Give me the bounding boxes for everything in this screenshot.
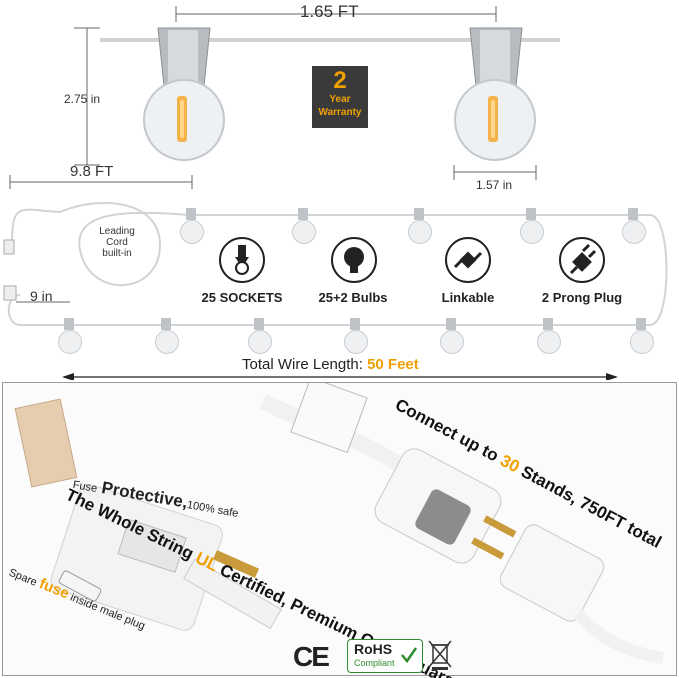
rohs-compliant: Compliant bbox=[354, 658, 395, 668]
bulb bbox=[622, 208, 646, 244]
spacing-dimension-label: 9 in bbox=[30, 288, 53, 304]
warranty-line1: Year bbox=[329, 94, 351, 105]
linkable-plug-icon bbox=[445, 237, 491, 283]
feature-label-two-prong: 2 Prong Plug bbox=[541, 290, 623, 305]
top-bulb-row bbox=[0, 208, 679, 258]
bulb bbox=[520, 208, 544, 244]
light-string-drawing bbox=[3, 202, 668, 380]
bulb bbox=[58, 318, 82, 354]
bulb bbox=[408, 208, 432, 244]
leading-cord-line3: built-in bbox=[102, 248, 132, 259]
bulb bbox=[440, 318, 464, 354]
width-dimension-label: 1.65 FT bbox=[300, 2, 359, 21]
feature-label-linkable: Linkable bbox=[441, 290, 495, 305]
bulb-icon bbox=[331, 237, 377, 283]
bulb bbox=[155, 318, 179, 354]
bulb bbox=[292, 208, 316, 244]
height-dimension-label: 2.75 in bbox=[64, 92, 101, 106]
warranty-badge: 2 Year Warranty bbox=[312, 66, 368, 128]
leading-cord-line1: Leading bbox=[99, 226, 135, 237]
feature-label-bulbs: 25+2 Bulbs bbox=[318, 290, 388, 305]
ce-mark: CE bbox=[293, 641, 330, 672]
bulb bbox=[344, 318, 368, 354]
leading-cord-line2: Cord bbox=[106, 237, 128, 248]
left-bulb-illustration bbox=[143, 27, 225, 161]
bulb bbox=[180, 208, 204, 244]
bulb bbox=[630, 318, 654, 354]
fuse-protective-small: Fuse bbox=[71, 478, 99, 495]
lead-cord-dimension-label: 9.8 FT bbox=[70, 163, 114, 180]
bulb-diameter-label: 1.57 in bbox=[476, 178, 513, 192]
right-bulb-illustration bbox=[454, 27, 536, 161]
total-wire-length: Total Wire Length: 50 Feet bbox=[238, 356, 423, 373]
bulb bbox=[248, 318, 272, 354]
bottom-detail-panel: The Whole String UL Certified, Premium Q… bbox=[2, 382, 677, 678]
dimension-drawing bbox=[9, 6, 560, 189]
total-wire-value: 50 Feet bbox=[367, 356, 419, 373]
weee-bin-icon bbox=[428, 640, 452, 670]
bottom-bulb-row bbox=[0, 318, 679, 368]
two-prong-plug-icon bbox=[559, 237, 605, 283]
rohs-badge: RoHS Compliant bbox=[347, 639, 423, 673]
feature-label-sockets: 25 SOCKETS bbox=[201, 290, 283, 305]
warranty-years: 2 bbox=[333, 67, 347, 94]
product-details-illustration bbox=[14, 383, 664, 664]
rohs-label: RoHS bbox=[354, 641, 393, 657]
leading-cord-label: Leading Cord built-in bbox=[92, 226, 142, 259]
check-icon bbox=[401, 647, 418, 664]
bulb bbox=[537, 318, 561, 354]
total-wire-label: Total Wire Length: bbox=[242, 356, 363, 373]
warranty-line2: Warranty bbox=[318, 107, 362, 118]
socket-icon bbox=[219, 237, 265, 283]
